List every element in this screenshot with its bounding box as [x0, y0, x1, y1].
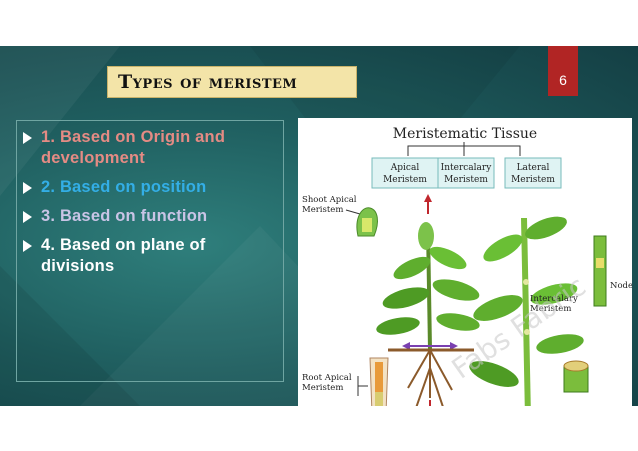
label-shoot-apical-line2: Meristem — [302, 205, 343, 215]
page-number: 6 — [559, 72, 567, 88]
bullet-list: 1. Based on Origin and development 2. Ba… — [17, 121, 283, 277]
category-box: Intercalary Meristem — [437, 157, 495, 189]
bullet-item: 4. Based on plane of divisions — [23, 235, 283, 277]
arrow-bullet-icon — [23, 211, 32, 223]
box-label-line1: Lateral — [517, 163, 550, 173]
arrow-bullet-icon — [23, 132, 32, 144]
diagram-canvas: Meristematic Tissue Apical Meristem Inte… — [302, 126, 632, 406]
box-label-line1: Apical — [390, 163, 420, 173]
bullet-text: 3. Based on function — [41, 207, 208, 225]
label-shoot-apical-line1: Shoot Apical — [302, 195, 357, 205]
slide-title: Types of meristem — [118, 71, 298, 93]
slide-title-box: Types of meristem — [107, 66, 357, 98]
label-intercalary-line1: Intercalary — [530, 294, 578, 304]
category-box: Apical Meristem — [371, 157, 439, 189]
bullet-text: 2. Based on position — [41, 178, 207, 196]
category-box: Lateral Meristem — [504, 157, 562, 189]
label-node: Node — [610, 281, 632, 291]
plant-illustration — [376, 194, 480, 406]
node-detail-icon — [593, 235, 607, 307]
page-number-badge: 6 — [548, 46, 578, 96]
content-box: 1. Based on Origin and development 2. Ba… — [16, 120, 284, 382]
box-label-line1: Intercalary — [441, 163, 493, 173]
bullet-text: 4. Based on plane of divisions — [41, 236, 206, 275]
arrow-bullet-icon — [23, 182, 32, 194]
stem-illustration — [469, 216, 584, 406]
box-label-line2: Meristem — [383, 175, 427, 185]
bullet-item: 1. Based on Origin and development — [23, 127, 283, 169]
lateral-meristem-icon — [563, 360, 589, 393]
root-tip-icon — [369, 357, 389, 406]
bullet-item: 3. Based on function — [23, 206, 283, 227]
bullet-text: 1. Based on Origin and development — [41, 128, 226, 167]
meristem-diagram: Meristematic Tissue Apical Meristem Inte… — [298, 118, 632, 406]
label-intercalary-line2: Meristem — [530, 304, 571, 314]
arrow-bullet-icon — [23, 240, 32, 252]
tree-connector — [407, 142, 521, 156]
diagram-title: Meristematic Tissue — [393, 126, 537, 142]
box-label-line2: Meristem — [511, 175, 555, 185]
box-label-line2: Meristem — [444, 175, 488, 185]
bullet-item: 2. Based on position — [23, 177, 283, 198]
slide: Types of meristem 6 1. Based on Origin a… — [0, 46, 638, 406]
label-root-apical-line2: Meristem — [302, 383, 343, 393]
label-root-apical-line1: Root Apical — [302, 373, 352, 383]
shoot-tip-icon — [356, 207, 378, 237]
